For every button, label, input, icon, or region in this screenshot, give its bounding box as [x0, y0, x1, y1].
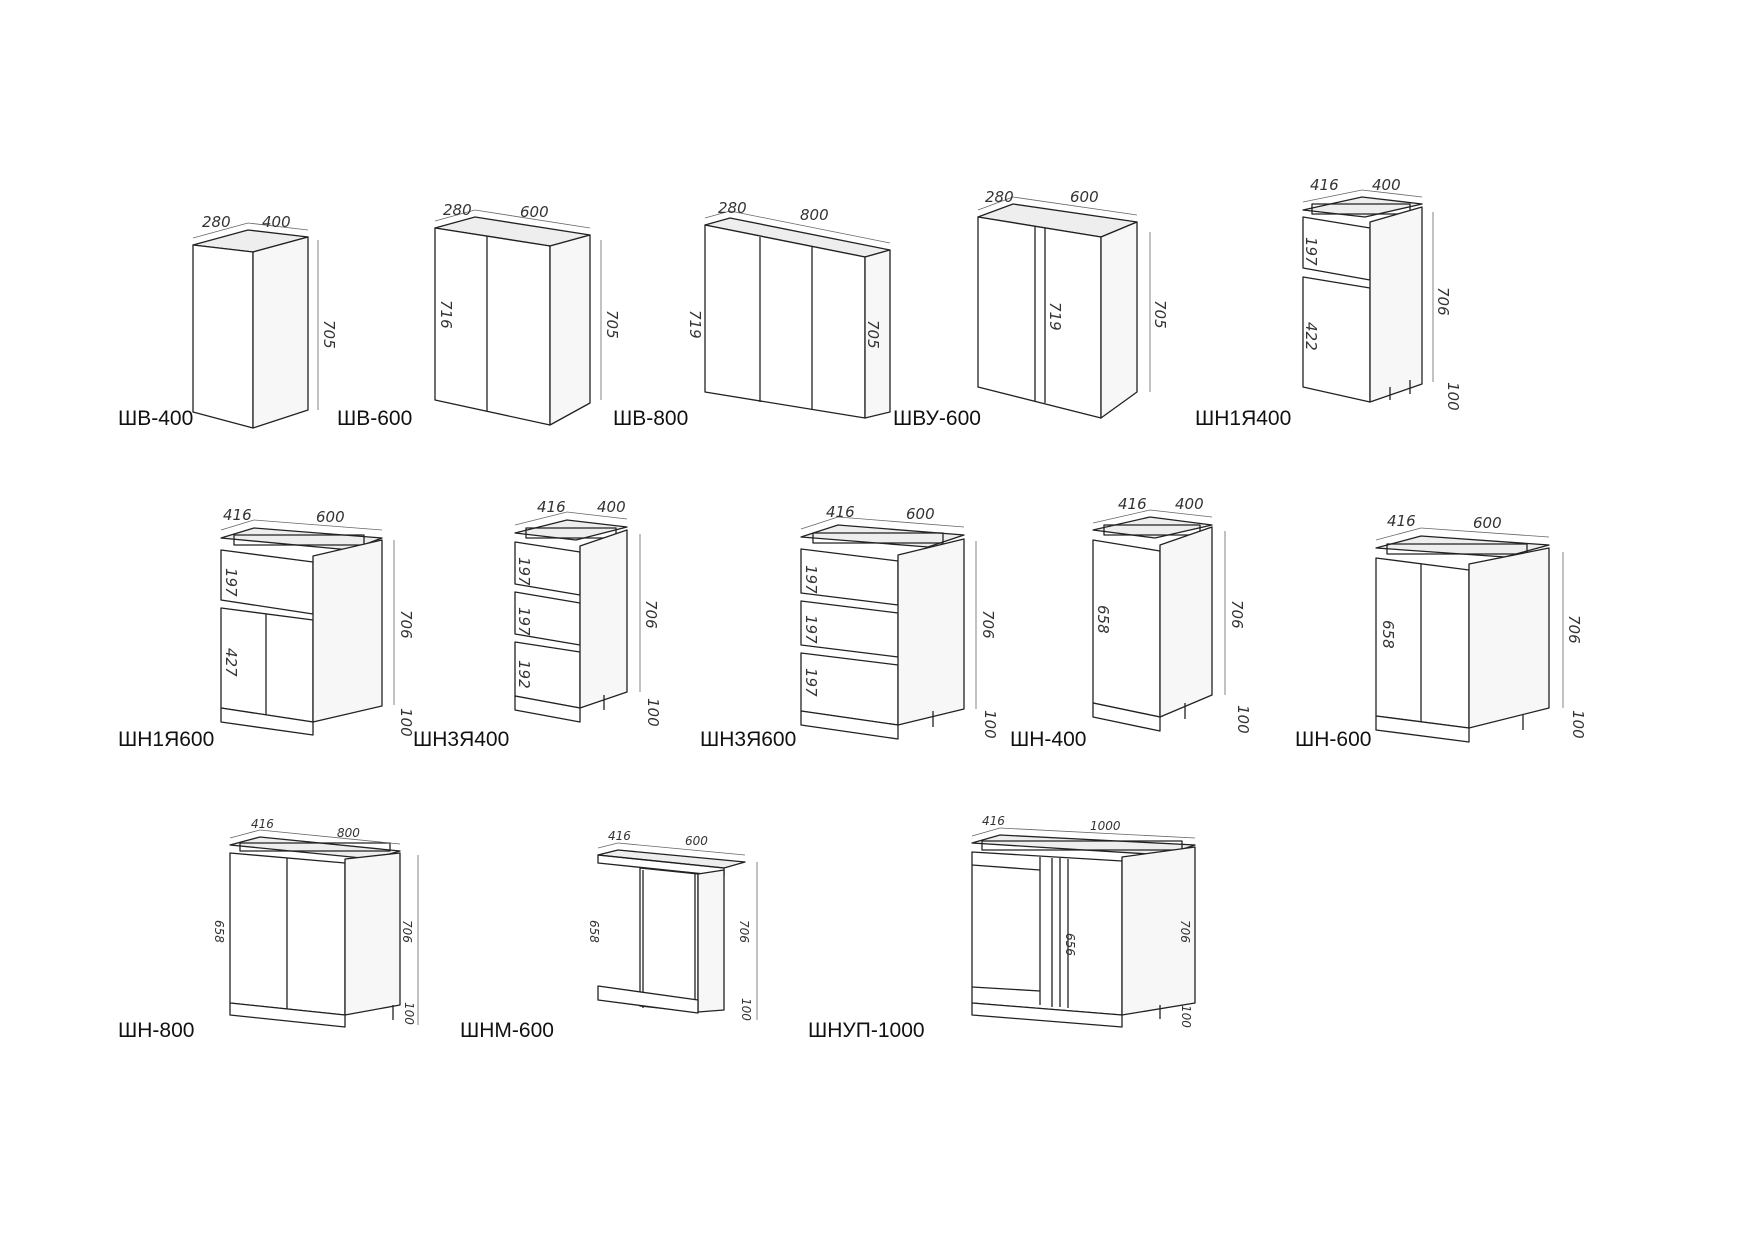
- cabinet-drawing-shn-400: 416 400 658 706 100: [1092, 495, 1252, 734]
- dim-depth: 416: [251, 817, 274, 831]
- dim-drawer1: 197: [802, 565, 820, 594]
- dim-width: 600: [1070, 188, 1099, 206]
- cabinet-drawing-shv-800: 280 800 719 705: [686, 199, 891, 419]
- dim-drawer2: 197: [802, 615, 820, 644]
- dim-width: 400: [1372, 176, 1401, 194]
- dim-depth: 280: [443, 201, 472, 219]
- cabinet-label: ШВ-400: [118, 407, 194, 430]
- dim-drawer3: 197: [802, 668, 820, 697]
- dim-drawer3: 192: [515, 660, 533, 689]
- dim-door: 658: [1094, 605, 1112, 634]
- cabinet-drawing-shn3ya600: 416 600 197 197 197 706 100: [800, 503, 999, 740]
- dim-width: 400: [1175, 495, 1204, 513]
- dim-height: 706: [737, 920, 751, 943]
- dim-height: 706: [642, 600, 660, 629]
- dim-height: 705: [1151, 300, 1169, 329]
- dim-plinth: 100: [1569, 710, 1587, 739]
- dim-plinth: 100: [981, 710, 999, 739]
- dim-depth: 280: [985, 188, 1014, 206]
- cabinet-drawing-shv-600: 280 600 716 705: [434, 201, 621, 426]
- dim-depth: 280: [202, 213, 231, 231]
- dim-depth: 280: [718, 199, 747, 217]
- dim-width: 400: [262, 213, 291, 231]
- dim-depth: 416: [223, 506, 252, 524]
- dim-height: 706: [1228, 600, 1246, 629]
- dim-plinth: 100: [739, 998, 753, 1021]
- dim-door: 422: [1302, 322, 1320, 351]
- cabinet-label: ШН-800: [118, 1019, 195, 1042]
- dim-height: 706: [1434, 287, 1452, 316]
- dim-width: 800: [800, 206, 829, 224]
- dim-door: 658: [587, 920, 601, 943]
- cabinet-label: ШН3Я600: [700, 728, 797, 751]
- cabinet-label: ШН-600: [1295, 728, 1372, 751]
- dim-plinth: 100: [402, 1002, 416, 1025]
- dim-width: 600: [1473, 514, 1502, 532]
- dim-drawer1: 197: [1302, 237, 1320, 266]
- dim-door: 719: [686, 310, 704, 339]
- dim-depth: 416: [826, 503, 855, 521]
- dim-height: 706: [400, 920, 414, 943]
- dim-depth: 416: [982, 814, 1005, 828]
- dim-width: 600: [906, 505, 935, 523]
- cabinet-drawing-shn-800: 416 800 658 706 100: [212, 817, 419, 1028]
- cabinet-label: ШНМ-600: [460, 1019, 554, 1042]
- dim-width: 1000: [1090, 819, 1121, 833]
- dim-door: 719: [1046, 302, 1064, 331]
- cabinet-drawing-shn3ya400: 416 400 197 197 192 706 100: [514, 498, 662, 727]
- dim-height: 705: [864, 320, 882, 349]
- cabinet-label: ШВ-600: [337, 407, 413, 430]
- dim-depth: 416: [1387, 512, 1416, 530]
- dim-plinth: 100: [397, 708, 415, 737]
- dim-height: 706: [1565, 615, 1583, 644]
- dim-plinth: 100: [644, 698, 662, 727]
- dim-width: 800: [337, 826, 360, 840]
- cabinet-drawing-shn-600: 416 600 658 706 100: [1375, 512, 1587, 743]
- dim-plinth: 100: [1444, 382, 1462, 411]
- dim-height: 706: [979, 610, 997, 639]
- cabinet-drawing-shvu-600: 280 600 719 705: [977, 188, 1169, 419]
- dim-width: 600: [685, 834, 708, 848]
- cabinet-drawing-shnm-600: 416 600 658 706 100: [587, 829, 758, 1021]
- dim-door: 658: [1379, 620, 1397, 649]
- cabinet-label: ШН1Я400: [1195, 407, 1292, 430]
- cabinet-label: ШН3Я400: [413, 728, 510, 751]
- cabinet-label: ШНУП-1000: [808, 1019, 925, 1042]
- dim-door: 658: [212, 920, 226, 943]
- dim-plinth: 100: [1179, 1005, 1193, 1028]
- dim-depth: 416: [1118, 495, 1147, 513]
- dim-drawer1: 197: [222, 568, 240, 597]
- dim-depth: 416: [1310, 176, 1339, 194]
- dim-height: 706: [1178, 920, 1192, 943]
- cabinet-drawing-shn1ya400: 416 400 197 422 706 100: [1302, 176, 1462, 411]
- dim-width: 600: [520, 203, 549, 221]
- dim-drawer2: 197: [515, 607, 533, 636]
- cabinet-drawing-shv-400: 280 400 705: [192, 213, 338, 429]
- cabinet-drawing-shnup-1000: 416 1000 656 706 100: [971, 814, 1196, 1028]
- dim-height: 706: [397, 610, 415, 639]
- dim-plinth: 100: [1234, 705, 1252, 734]
- dim-drawer1: 197: [515, 557, 533, 586]
- cabinet-label: ШН-400: [1010, 728, 1087, 751]
- dim-door: 427: [222, 648, 240, 677]
- dim-width: 600: [316, 508, 345, 526]
- dim-door: 716: [437, 300, 455, 329]
- dim-depth: 416: [537, 498, 566, 516]
- cabinet-drawing-shn1ya600: 416 600 197 427 706 100: [220, 506, 415, 737]
- dim-height: 705: [603, 310, 621, 339]
- dim-height: 705: [320, 320, 338, 349]
- cabinet-label: ШВ-800: [613, 407, 689, 430]
- cabinet-label: ШВУ-600: [893, 407, 981, 430]
- dim-width: 400: [597, 498, 626, 516]
- cabinet-label: ШН1Я600: [118, 728, 215, 751]
- dim-depth: 416: [608, 829, 631, 843]
- dim-door: 656: [1063, 933, 1077, 956]
